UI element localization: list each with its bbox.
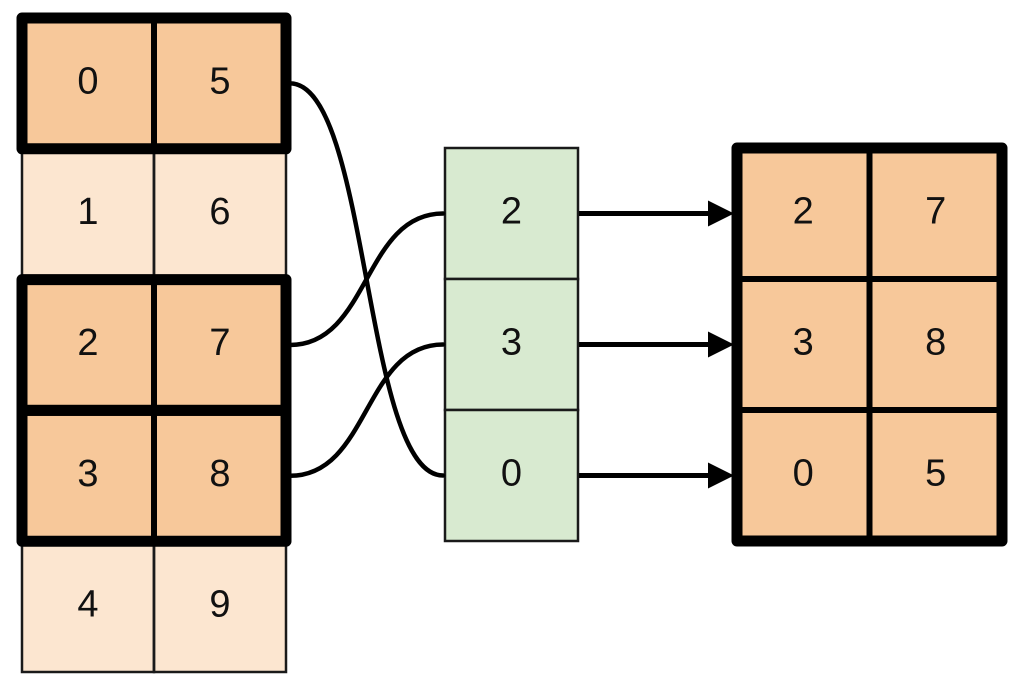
source-cell-r2-c0[interactable]	[22, 279, 154, 411]
source-cell-r0-c1[interactable]	[154, 18, 286, 149]
source-cell-label-r3-c1: 8	[209, 453, 230, 495]
link-source-row-3-to-index-1	[287, 342, 446, 479]
arrow-index-2-to-result-2-head	[708, 462, 734, 489]
result-table-highlight-frame	[731, 142, 1008, 547]
source-cell-r4-c1[interactable]	[152, 539, 288, 674]
source-cell-r0-c0[interactable]	[22, 18, 154, 149]
index-cell-label-r1: 3	[501, 322, 522, 364]
index-cell-r1[interactable]	[443, 277, 580, 412]
index-cell-label-r2: 0	[501, 453, 522, 495]
source-cell-label-r2-c0: 2	[77, 322, 98, 364]
source-cell-label-r2-c1: 7	[209, 322, 230, 364]
source-cell-label-r4-c1: 9	[209, 584, 230, 626]
result-cell-r2-c1[interactable]	[869, 410, 1003, 541]
result-arrows	[579, 200, 734, 489]
result-cell-label-r2-c1: 5	[925, 453, 946, 495]
link-curves	[287, 81, 446, 479]
result-cell-r0-c0[interactable]	[737, 148, 870, 279]
index-cell-r0[interactable]	[443, 146, 580, 281]
source-cell-label-r3-c0: 3	[77, 453, 98, 495]
result-table: 2 7 3 8 0 5	[731, 142, 1008, 547]
source-cell-r3-c0[interactable]	[22, 410, 154, 542]
result-cell-label-r0-c1: 7	[925, 191, 946, 233]
source-cell-label-r1-c1: 6	[209, 191, 230, 233]
result-cell-r2-c0[interactable]	[737, 410, 870, 541]
source-cell-label-r1-c0: 1	[77, 191, 98, 233]
source-cell-label-r0-c1: 5	[209, 60, 230, 102]
result-cell-label-r0-c0: 2	[793, 191, 814, 233]
result-cell-r1-c0[interactable]	[737, 279, 870, 410]
link-source-row-2-to-index-0	[287, 211, 446, 348]
result-cell-r1-c1[interactable]	[869, 279, 1003, 410]
index-column: 2 3 0	[443, 146, 580, 543]
result-cell-r0-c1[interactable]	[869, 148, 1003, 279]
source-cell-label-r4-c0: 4	[77, 584, 98, 626]
result-cell-label-r2-c0: 0	[793, 453, 814, 495]
source-cell-r2-c1[interactable]	[154, 279, 286, 411]
result-cell-label-r1-c1: 8	[925, 322, 946, 364]
result-cell-label-r1-c0: 3	[793, 322, 814, 364]
source-cell-r3-c1[interactable]	[154, 410, 286, 542]
source-table: 0 5 1 6 2 7 3 8 4 9	[16, 12, 292, 674]
source-cell-label-r0-c0: 0	[77, 60, 98, 102]
arrow-index-1-to-result-1-head	[708, 331, 734, 358]
arrow-index-0-to-result-0-head	[708, 200, 734, 227]
index-cell-label-r0: 2	[501, 191, 522, 233]
